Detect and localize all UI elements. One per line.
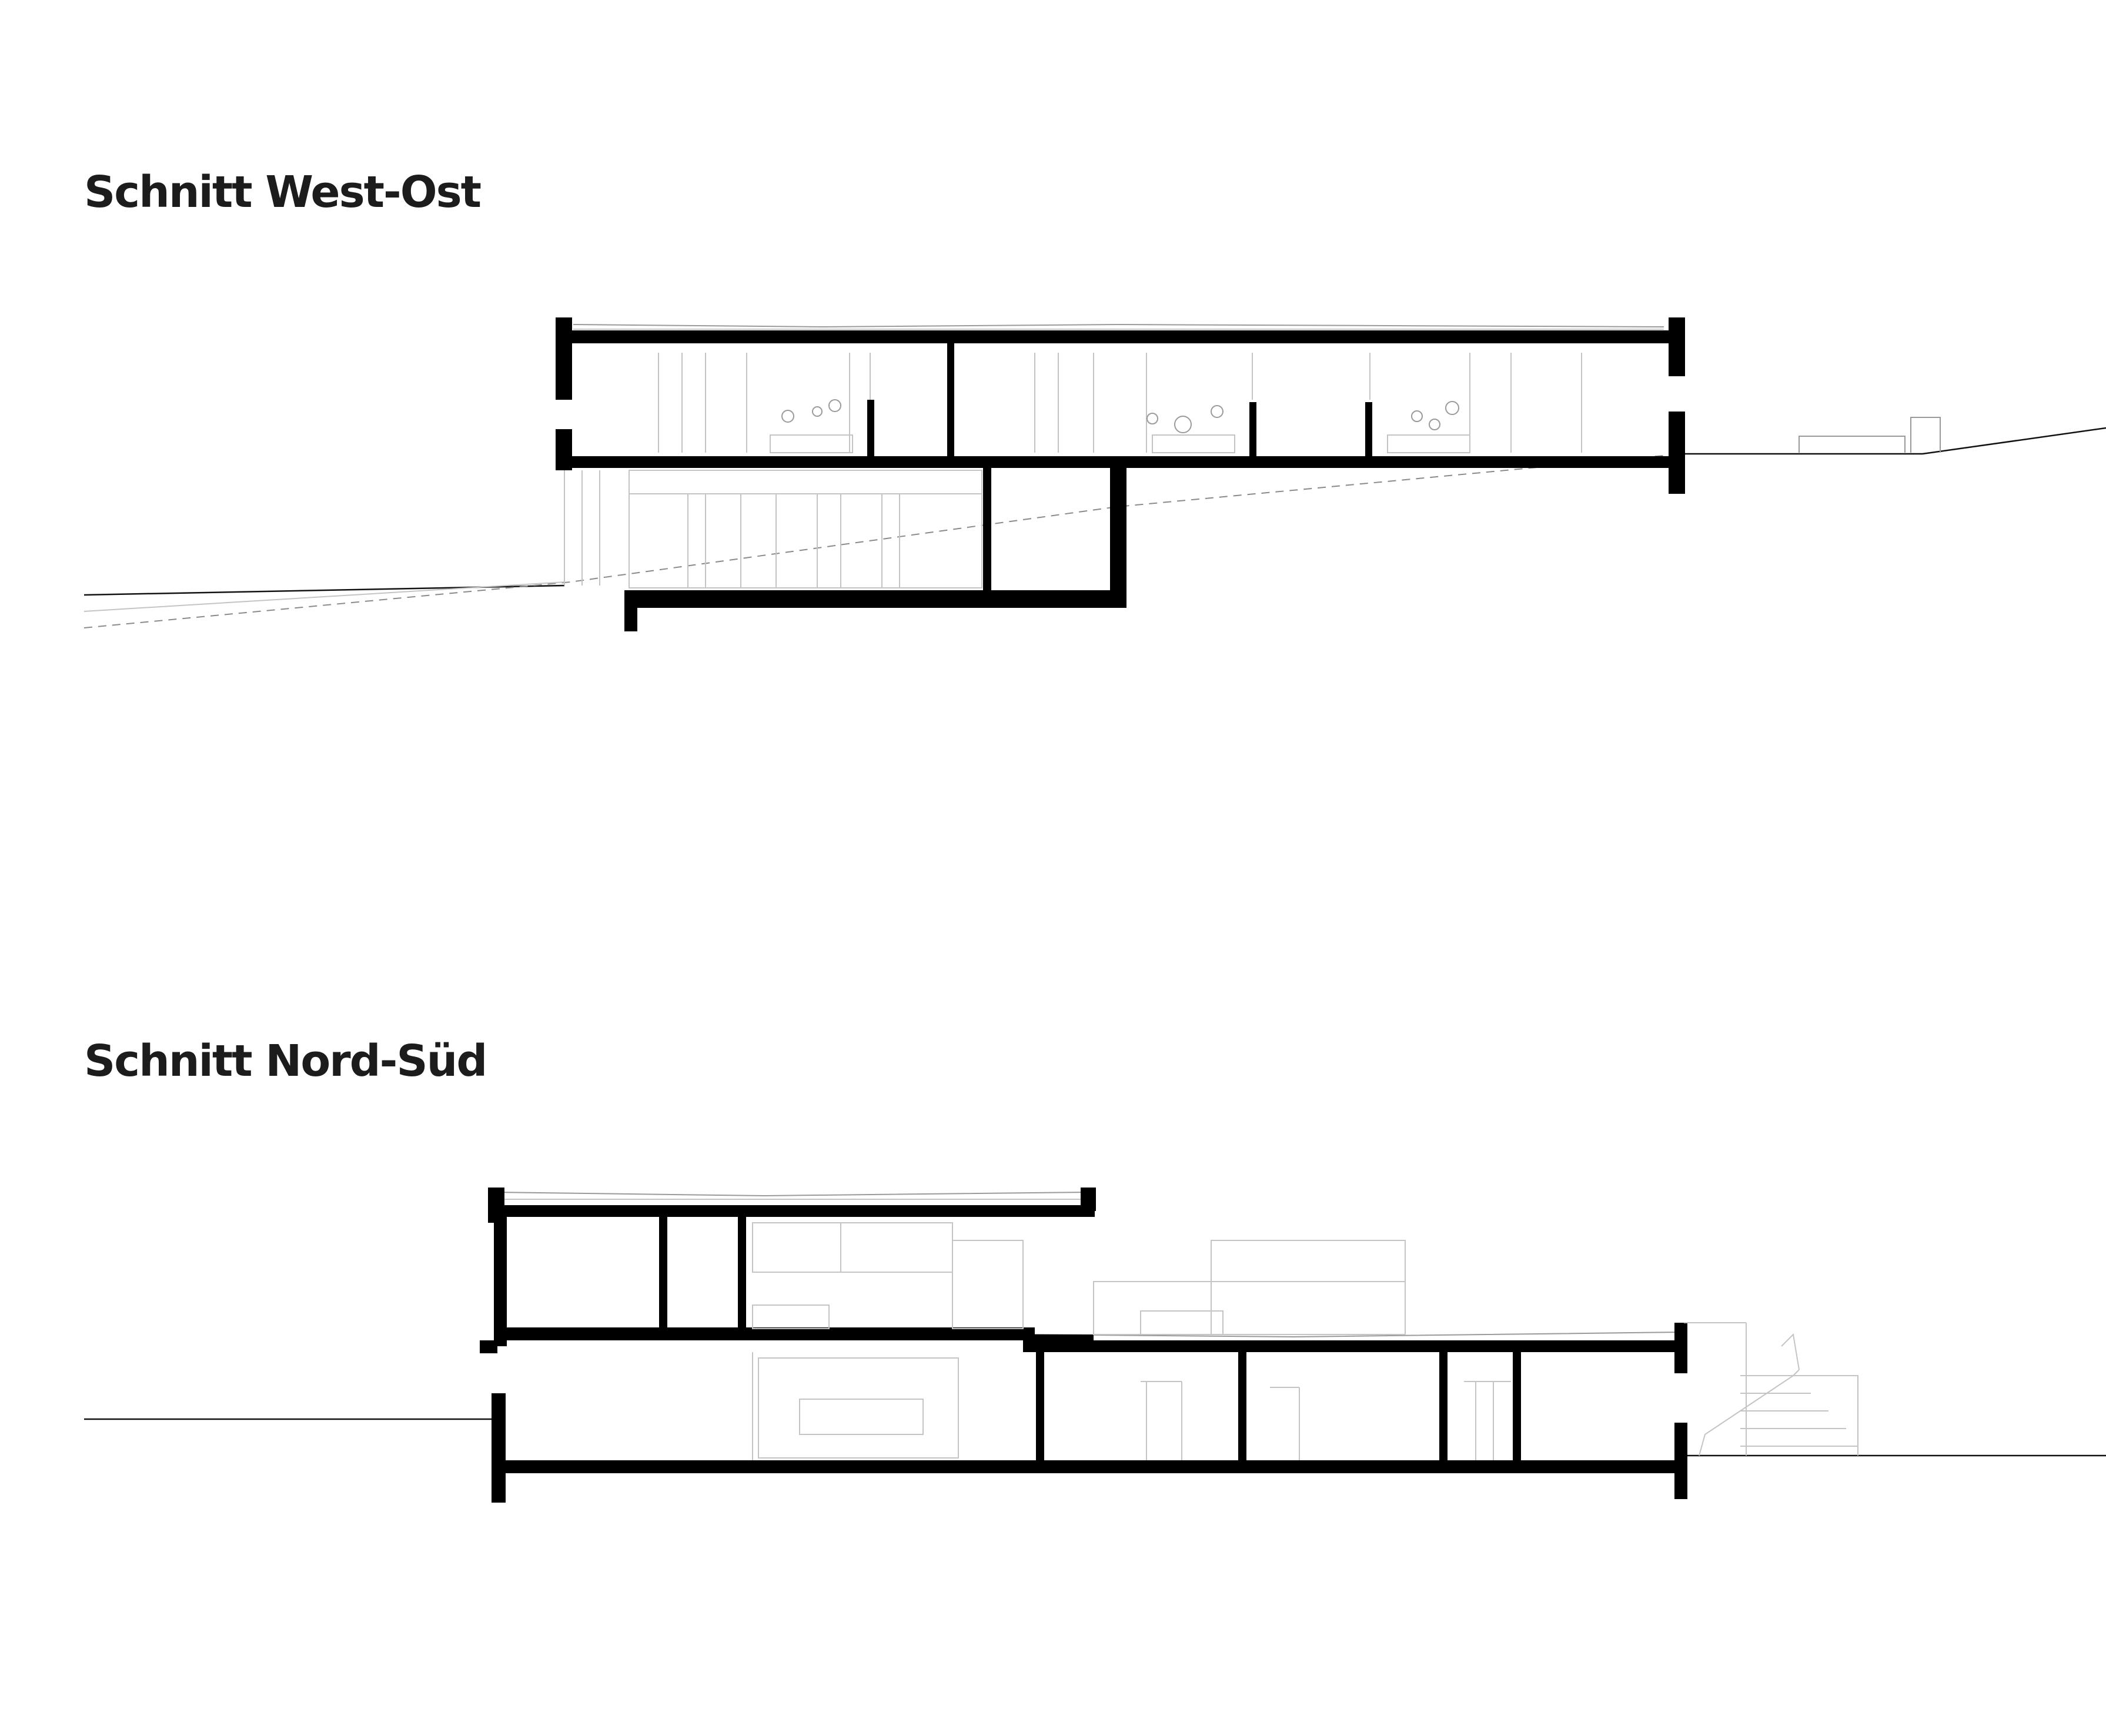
terrain-line	[83, 427, 2106, 628]
structure-walls	[556, 317, 1685, 631]
interior-elevation	[564, 353, 1941, 588]
section-title-nord-sued: Schnitt Nord-Süd	[84, 1036, 487, 1086]
interior-elevation	[752, 1222, 1858, 1460]
section-title-west-ost: Schnitt West-Ost	[84, 167, 482, 218]
terrain-line	[84, 1418, 2106, 1457]
section-drawing-west-ost	[83, 317, 2106, 631]
roof-layer	[493, 1192, 1682, 1338]
structure-walls	[480, 1188, 1687, 1503]
roof-layer	[573, 323, 1664, 330]
